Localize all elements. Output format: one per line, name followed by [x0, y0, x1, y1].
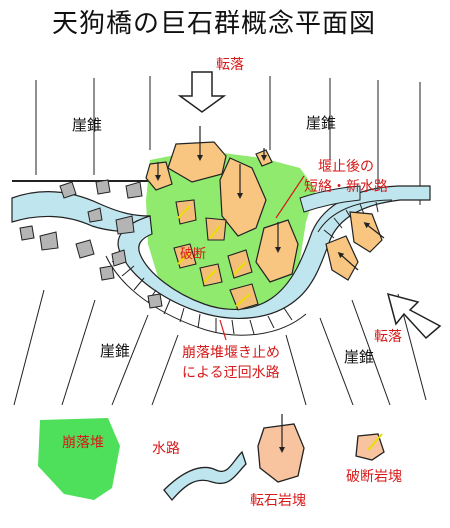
- legend-fracture-mark: [367, 433, 383, 451]
- fall-arrow-right: [386, 292, 442, 340]
- label-new-channel-1: 堰止後の: [318, 159, 374, 175]
- legend-rolling-boulder-swatch: [257, 423, 305, 483]
- label-rolling-right: 転落: [374, 329, 402, 345]
- fall-arrow-top: [177, 71, 227, 113]
- boulder: [219, 157, 267, 237]
- fractured-boulder: [205, 217, 227, 241]
- legend-fractured-rock-label: 破断岩塊: [346, 469, 402, 485]
- fractured-boulder: [227, 249, 253, 279]
- legend-waterway-swatch: [163, 450, 247, 502]
- legend-debris-swatch: [38, 418, 120, 500]
- legend-debris-label: 崩落堆: [62, 435, 104, 451]
- page-title: 天狗橋の巨石群概念平面図: [52, 9, 377, 39]
- boulder: [325, 235, 359, 281]
- boulder: [349, 211, 383, 253]
- fracture-marks: [177, 205, 251, 307]
- label-new-channel-2: 短絡・新水路: [304, 179, 388, 195]
- label-detour-2: による迂回水路: [182, 365, 280, 381]
- label-fracture: 破断: [180, 247, 207, 262]
- fractured-boulder: [175, 199, 197, 225]
- detour-channel: [117, 185, 431, 319]
- label-talus-bottom-left: 崖錐: [100, 342, 131, 360]
- talus-hatching-bottom: [13, 289, 427, 406]
- label-talus-bottom-right: 崖錐: [344, 348, 375, 366]
- legend-rolling-boulder-label: 転石岩塊: [250, 493, 306, 509]
- label-talus-top-left: 崖錐: [72, 116, 103, 134]
- riverbed-stones: [19, 179, 163, 309]
- label-talus-top-right: 崖錐: [306, 114, 337, 132]
- label-rolling-top: 転落: [216, 57, 244, 73]
- fractured-boulder: [229, 283, 259, 311]
- fall-arrows: [155, 126, 385, 271]
- label-detour-1: 崩落堆堰き止め: [182, 345, 280, 361]
- leader-lines: [219, 175, 305, 341]
- legend-waterway-label: 水路: [152, 441, 180, 457]
- shortcut-channel: [299, 185, 361, 213]
- talus-hatching-top: [35, 76, 421, 205]
